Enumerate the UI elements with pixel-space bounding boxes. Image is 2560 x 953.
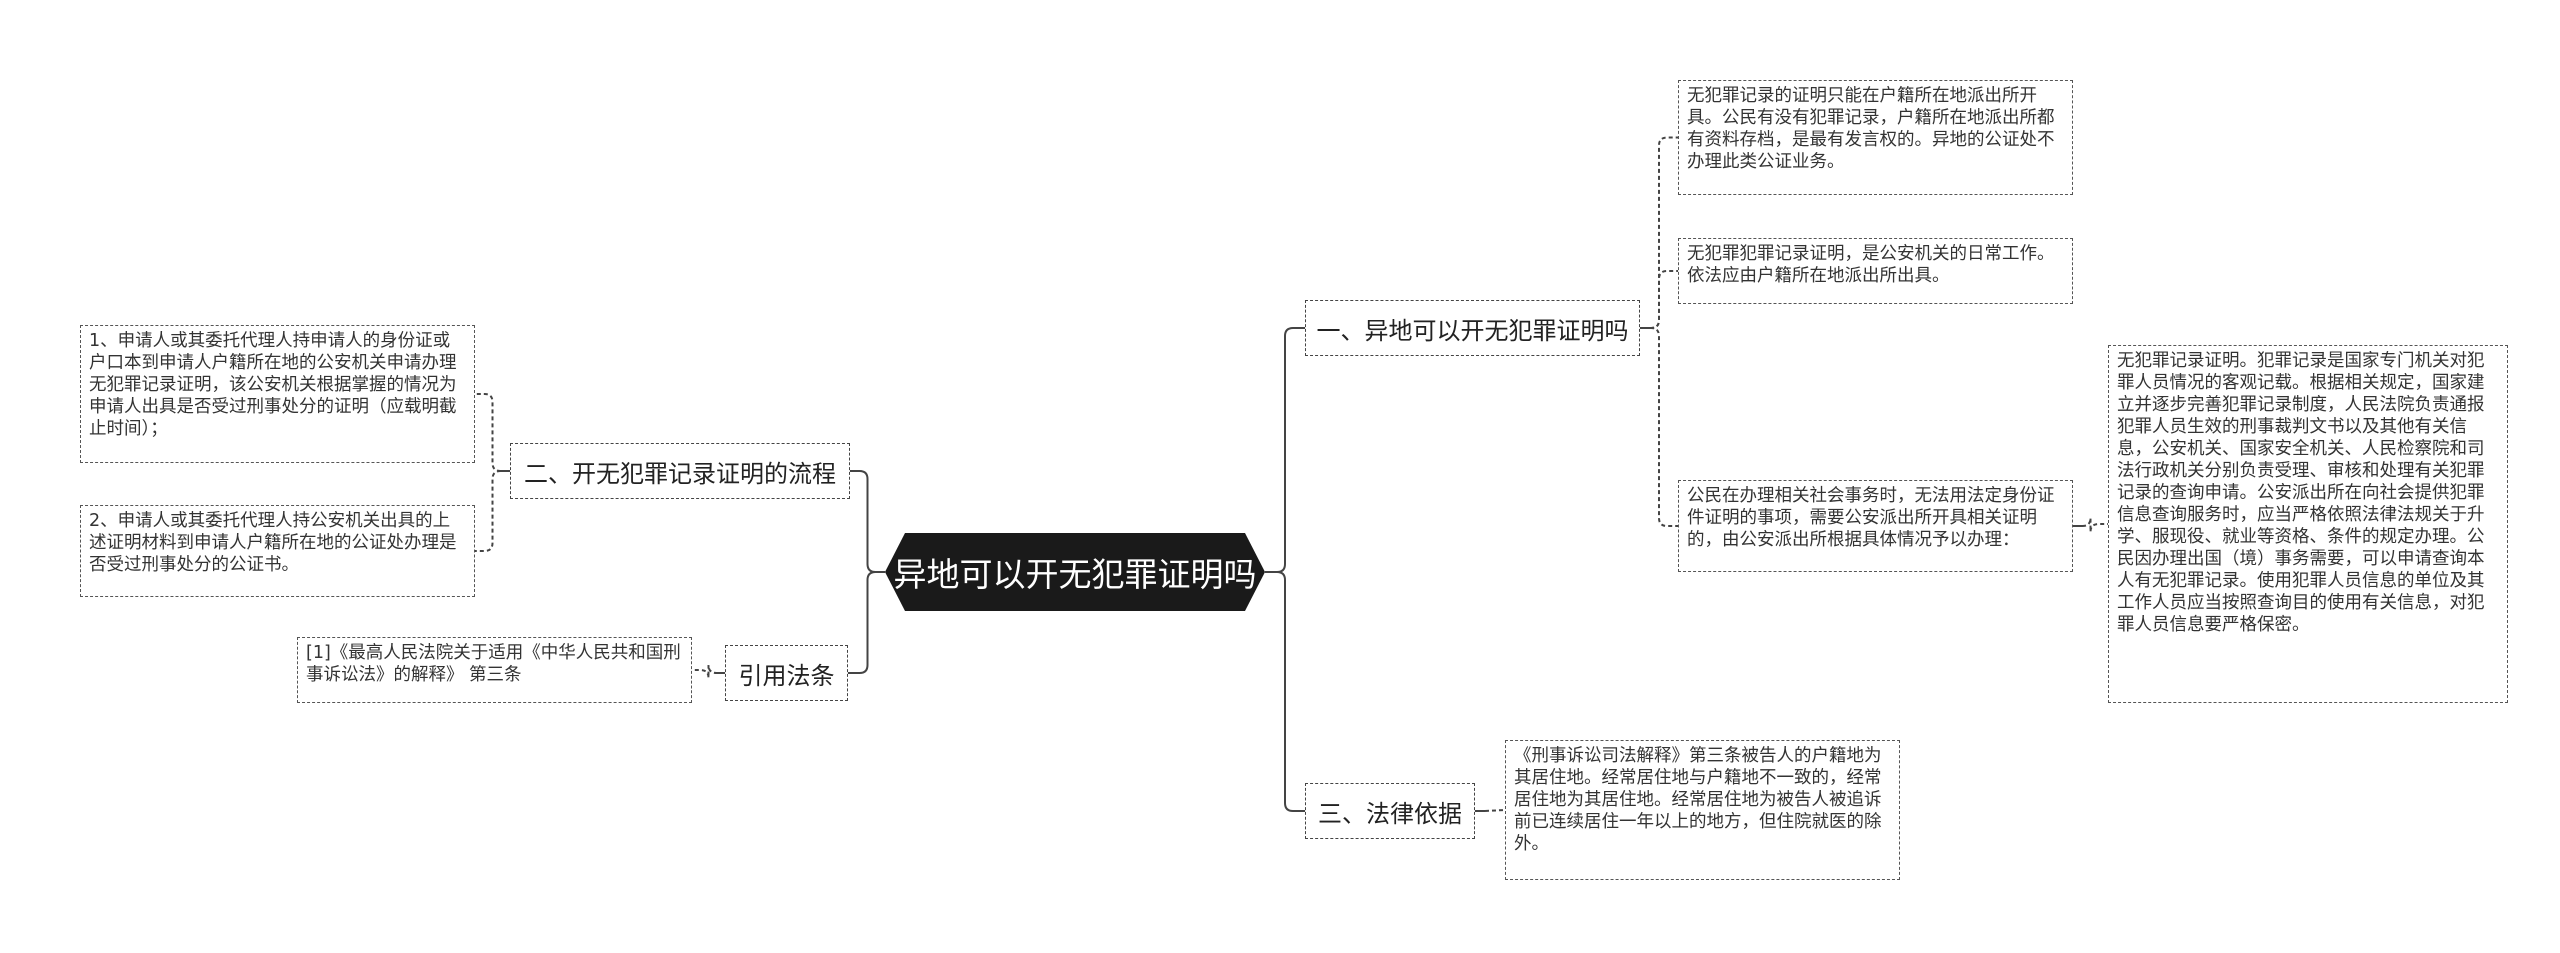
leaf-step-1[interactable]: 1、申请人或其委托代理人持申请人的身份证或户口本到申请人户籍所在地的公安机关申请…	[80, 325, 475, 463]
leaf-household-registration[interactable]: 无犯罪记录的证明只能在户籍所在地派出所开具。公民有没有犯罪记录，户籍所在地派出所…	[1678, 80, 2073, 195]
root-topic[interactable]: 异地可以开无犯罪证明吗	[885, 533, 1265, 611]
link-root-b1	[1275, 327, 1305, 573]
link-b2-l6	[475, 470, 501, 552]
link-b1-l3	[1650, 327, 1678, 527]
leaf-social-affairs[interactable]: 公民在办理相关社会事务时，无法用法定身份证件证明的事项，需要公安派出所开具相关证…	[1678, 480, 2073, 572]
link-root-b3	[848, 571, 876, 674]
branch-remote-certificate[interactable]: 一、异地可以开无犯罪证明吗	[1305, 300, 1640, 356]
link-l3-l4	[2082, 517, 2108, 533]
link-root-b2	[850, 470, 876, 573]
branch-cited-law[interactable]: 引用法条	[725, 645, 848, 701]
branch-legal-basis[interactable]: 三、法律依据	[1305, 783, 1475, 839]
link-b1-l1	[1650, 136, 1678, 329]
leaf-step-2[interactable]: 2、申请人或其委托代理人持公安机关出具的上述证明材料到申请人户籍所在地的公证处办…	[80, 505, 475, 597]
leaf-criminal-record-definition[interactable]: 无犯罪记录证明。犯罪记录是国家专门机关对犯罪人员情况的客观记载。根据相关规定，国…	[2108, 345, 2508, 703]
leaf-citation[interactable]: [1]《最高人民法院关于适用《中华人民共和国刑事诉讼法》的解释》 第三条	[297, 637, 692, 703]
branch-process[interactable]: 二、开无犯罪记录证明的流程	[510, 443, 850, 499]
link-b1-l2	[1650, 270, 1678, 329]
link-b2-l5	[475, 393, 501, 472]
link-root-b4	[1275, 571, 1305, 812]
link-b3-l7	[692, 664, 717, 679]
leaf-judicial-interpretation[interactable]: 《刑事诉讼司法解释》第三条被告人的户籍地为其居住地。经常居住地与户籍地不一致的，…	[1505, 740, 1900, 880]
leaf-daily-work[interactable]: 无犯罪犯罪记录证明，是公安机关的日常工作。依法应由户籍所在地派出所出具。	[1678, 238, 2073, 304]
link-b4-l8	[1484, 809, 1506, 812]
